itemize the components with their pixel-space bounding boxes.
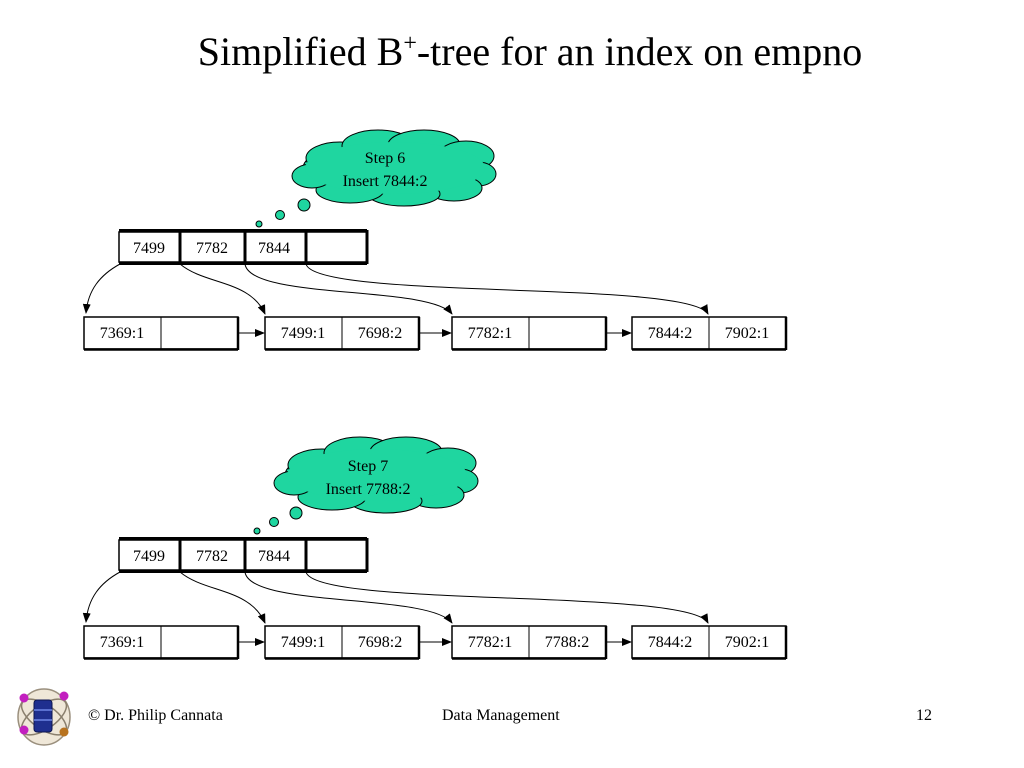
root-key: 7782	[196, 548, 228, 565]
root-key: 7499	[133, 240, 165, 257]
leaf-node: 7844:2 7902:1	[631, 316, 788, 351]
leaf-entry: 7369:1	[100, 325, 144, 342]
cloud-step-label: Step 6	[365, 150, 405, 167]
leaf-node: 7369:1	[83, 316, 240, 351]
leaf-node: 7499:1 7698:2	[264, 316, 421, 351]
root-pointers-step-6	[82, 263, 709, 315]
pointer-arrow	[179, 571, 266, 624]
cloud-insert-label: Insert 7844:2	[343, 173, 428, 190]
leaf-level-step-6: 7369:1 7499:1 7698:2 7782:1	[83, 316, 788, 351]
leaf-node: 7369:1	[83, 625, 240, 660]
leaf-node: 7782:1 7788:2	[451, 625, 608, 660]
title-rest: -tree for an index on empno	[416, 29, 863, 74]
leaf-node: 7499:1 7698:2	[264, 625, 421, 660]
title-superscript: +	[403, 30, 417, 57]
root-node-step-7: 7499 7782 7844	[118, 537, 369, 573]
footer-copyright: © Dr. Philip Cannata	[88, 707, 223, 724]
leaf-entry: 7788:2	[545, 634, 589, 651]
footer-course-title: Data Management	[442, 707, 560, 724]
leaf-entry: 7782:1	[468, 325, 512, 342]
leaf-level-step-7: 7369:1 7499:1 7698:2 7782:1 7788:2	[83, 625, 788, 660]
root-key: 7844	[258, 240, 290, 257]
step-7-group: Step 7 Insert 7788:2 7499 7782 7844	[82, 436, 788, 660]
cloud-step-label: Step 7	[348, 458, 388, 475]
pointer-arrow	[179, 263, 266, 315]
pointer-arrow	[82, 571, 121, 623]
slide-title: Simplified B+-tree for an index on empno	[0, 28, 1024, 75]
pointer-arrow	[244, 263, 453, 315]
leaf-node: 7844:2 7902:1	[631, 625, 788, 660]
root-key: 7782	[196, 240, 228, 257]
leaf-entry: 7499:1	[281, 634, 325, 651]
pointer-arrow	[305, 263, 709, 315]
root-pointers-step-7	[82, 571, 709, 624]
thought-cloud-step-7: Step 7 Insert 7788:2	[253, 436, 479, 535]
leaf-entry: 7369:1	[100, 634, 144, 651]
pointer-arrow	[244, 571, 453, 624]
leaf-entry: 7698:2	[358, 325, 402, 342]
leaf-entry: 7698:2	[358, 634, 402, 651]
footer-page-number: 12	[916, 707, 932, 724]
cloud-insert-label: Insert 7788:2	[326, 481, 411, 498]
leaf-entry: 7844:2	[648, 325, 692, 342]
leaf-node: 7782:1	[451, 316, 608, 351]
pointer-arrow	[305, 571, 709, 624]
title-main: Simplified B	[197, 29, 404, 74]
step-6-group: Step 6 Insert 7844:2 7499 7782 7844	[82, 129, 788, 351]
leaf-entry: 7499:1	[281, 325, 325, 342]
root-key: 7844	[258, 548, 290, 565]
leaf-entry: 7902:1	[725, 634, 769, 651]
pointer-arrow	[82, 263, 121, 314]
molecule-logo-icon	[17, 688, 71, 746]
leaf-entry: 7902:1	[725, 325, 769, 342]
thought-cloud-step-6: Step 6 Insert 7844:2	[255, 129, 497, 228]
leaf-entry: 7782:1	[468, 634, 512, 651]
root-node-step-6: 7499 7782 7844	[118, 229, 369, 265]
root-key: 7499	[133, 548, 165, 565]
leaf-entry: 7844:2	[648, 634, 692, 651]
